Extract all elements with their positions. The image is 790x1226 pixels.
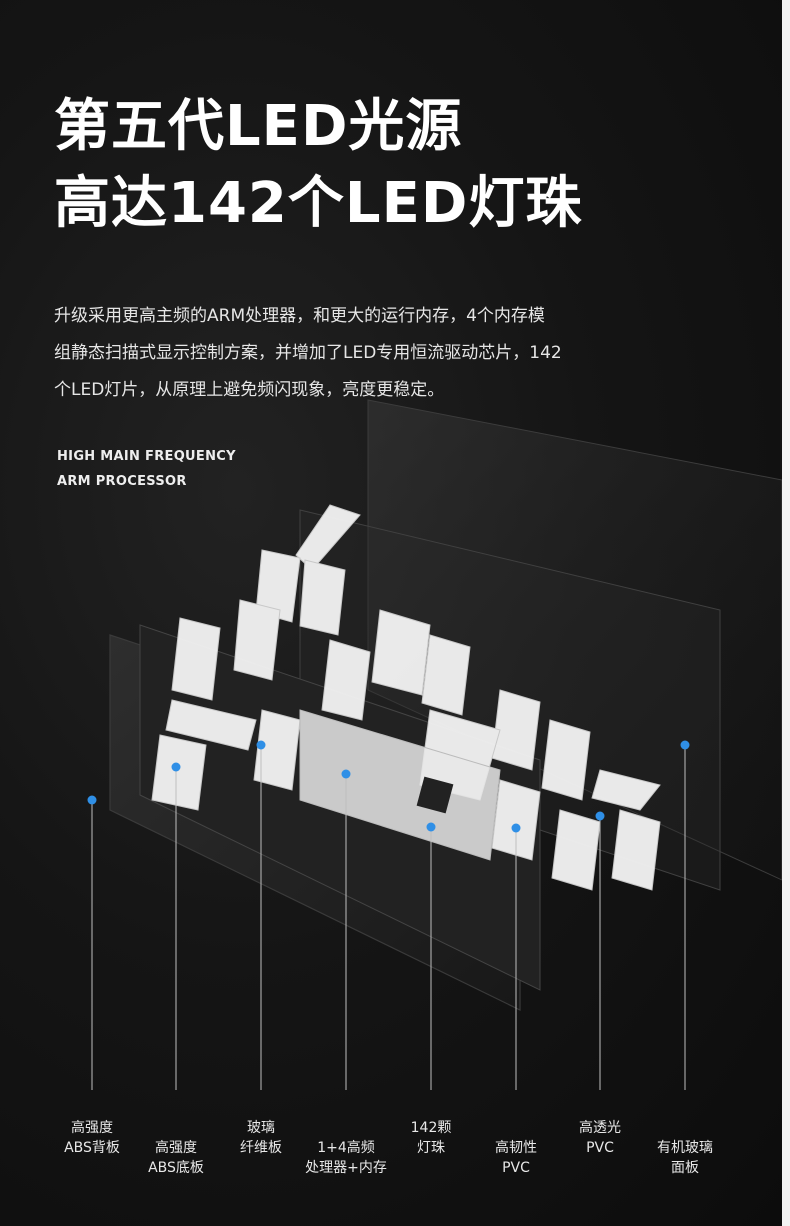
marker-dot-3 [256, 740, 266, 750]
callout-processor-memory: 1+4高频 处理器+内存 [301, 1138, 391, 1178]
feature-description: 升级采用更高主频的ARM处理器，和更大的运行内存，4个内存模 组静态扫描式显示控… [54, 298, 654, 409]
callout-5-line-2: 灯珠 [417, 1140, 445, 1156]
marker-dot-1 [87, 795, 97, 805]
marker-dot-7 [595, 811, 605, 821]
callout-1-line-2: ABS背板 [64, 1140, 120, 1156]
callout-acrylic-panel: 有机玻璃 面板 [640, 1138, 730, 1178]
callout-5-line-1: 142颗 [410, 1120, 452, 1136]
acrylic-panel-shape [367, 399, 782, 881]
description-line-2: 组静态扫描式显示控制方案，并增加了LED专用恒流驱动芯片，142 [54, 343, 562, 363]
processor-chip-shape [416, 776, 454, 814]
pcb-board-shape [299, 709, 501, 861]
marker-dot-6 [511, 823, 521, 833]
description-line-1: 升级采用更高主频的ARM处理器，和更大的运行内存，4个内存模 [54, 306, 545, 326]
feature-tag: HIGH MAIN FREQUENCY ARM PROCESSOR [57, 444, 236, 494]
callout-abs-back-panel: 高强度 ABS背板 [47, 1118, 137, 1158]
description-line-3: 个LED灯片，从原理上避免频闪现象，亮度更稳定。 [54, 380, 445, 400]
callout-6-line-2: PVC [502, 1160, 530, 1176]
headline-line-1: 第五代LED光源 [54, 94, 463, 159]
callout-1-line-1: 高强度 [71, 1120, 113, 1136]
feature-tag-line-1: HIGH MAIN FREQUENCY [57, 449, 236, 464]
callout-led-beads: 142颗 灯珠 [386, 1118, 476, 1158]
feature-tag-line-2: ARM PROCESSOR [57, 474, 187, 489]
led-digit-segments [151, 504, 661, 891]
callout-4-line-2: 处理器+内存 [305, 1160, 387, 1176]
marker-dot-8 [680, 740, 690, 750]
headline-line-2: 高达142个LED灯珠 [54, 171, 583, 236]
callout-4-line-1: 1+4高频 [317, 1140, 375, 1156]
callout-8-line-2: 面板 [671, 1160, 699, 1176]
callout-2-line-1: 高强度 [155, 1140, 197, 1156]
callout-transparent-pvc: 高透光 PVC [555, 1118, 645, 1158]
callout-fiberglass-board: 玻璃 纤维板 [216, 1118, 306, 1158]
callout-3-line-1: 玻璃 [247, 1120, 275, 1136]
callout-marker-dots [87, 740, 690, 833]
callout-leader-lines [91, 745, 686, 1090]
callout-6-line-1: 高韧性 [495, 1140, 537, 1156]
marker-dot-5 [426, 822, 436, 832]
callout-7-line-2: PVC [586, 1140, 614, 1156]
callout-7-line-1: 高透光 [579, 1120, 621, 1136]
exploded-layer-illustration [87, 399, 782, 1090]
callout-2-line-2: ABS底板 [148, 1160, 204, 1176]
marker-dot-4 [341, 769, 351, 779]
callout-tough-pvc: 高韧性 PVC [471, 1138, 561, 1178]
callout-3-line-2: 纤维板 [240, 1140, 282, 1156]
page-right-border [782, 0, 790, 1226]
callout-8-line-1: 有机玻璃 [657, 1140, 713, 1156]
callout-abs-bottom-panel: 高强度 ABS底板 [131, 1138, 221, 1178]
marker-dot-2 [171, 762, 181, 772]
